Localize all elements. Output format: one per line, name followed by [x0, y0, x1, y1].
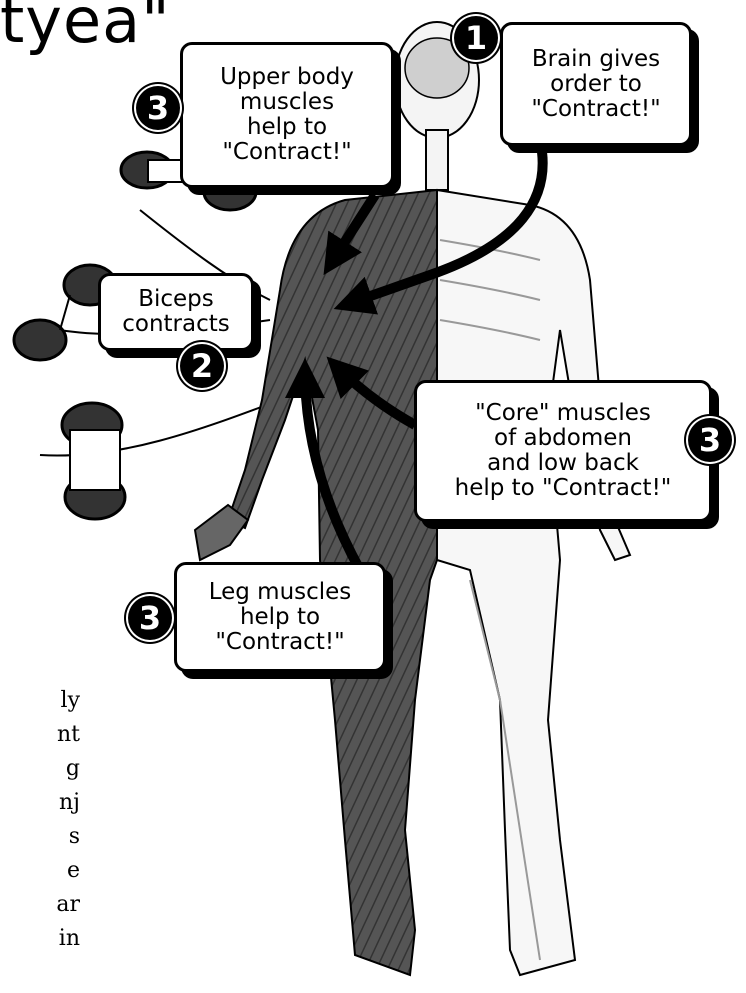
- callout-upper-body-line: muscles: [183, 90, 391, 115]
- callout-biceps-line: Biceps: [101, 287, 251, 312]
- callout-upper-body-line: "Contract!": [183, 140, 391, 165]
- callout-core-line: "Core" muscles: [417, 401, 709, 426]
- callout-legs-line: Leg muscles: [177, 580, 383, 605]
- callout-core-line: and low back: [417, 451, 709, 476]
- callout-core-line: of abdomen: [417, 426, 709, 451]
- callout-brain-line: Brain gives: [503, 47, 689, 72]
- callout-upper-body: Upper body muscles help to "Contract!": [180, 42, 394, 188]
- step-number-badge: 3: [128, 596, 172, 640]
- step-number-badge: 3: [136, 86, 180, 130]
- callout-upper-body-line: Upper body: [183, 65, 391, 90]
- callout-legs-line: "Contract!": [177, 630, 383, 655]
- callout-core: "Core" muscles of abdomen and low back h…: [414, 380, 712, 522]
- callout-upper-body-line: help to: [183, 115, 391, 140]
- step-number-badge: 1: [454, 16, 498, 60]
- callout-legs-line: help to: [177, 605, 383, 630]
- callout-legs: Leg muscles help to "Contract!": [174, 562, 386, 672]
- callout-brain-line: order to: [503, 72, 689, 97]
- callout-biceps: Biceps contracts: [98, 273, 254, 351]
- callout-brain-line: "Contract!": [503, 97, 689, 122]
- callout-biceps-line: contracts: [101, 312, 251, 337]
- callout-core-line: help to "Contract!": [417, 476, 709, 501]
- callout-brain: Brain gives order to "Contract!": [500, 22, 692, 146]
- step-number-badge: 3: [688, 418, 732, 462]
- step-number-badge: 2: [180, 344, 224, 388]
